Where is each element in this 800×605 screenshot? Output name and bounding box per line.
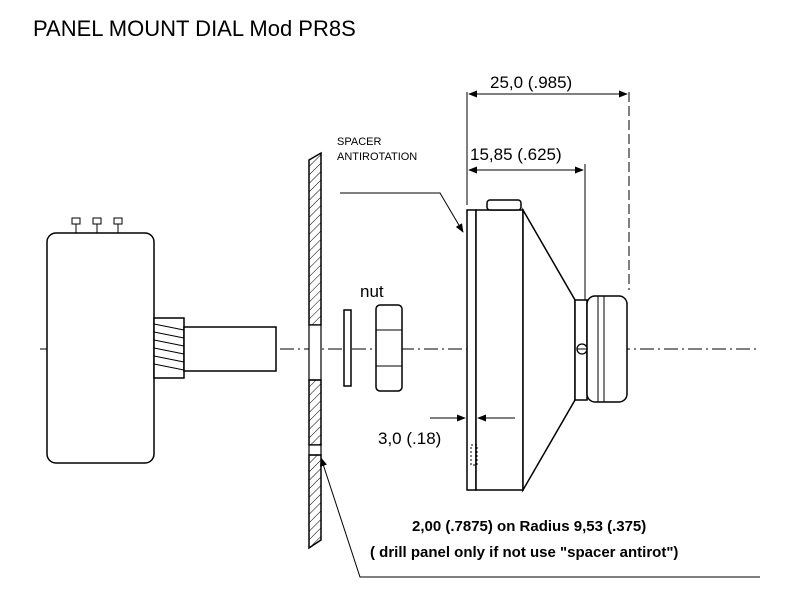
antirotation-pin xyxy=(470,444,478,466)
nut xyxy=(375,304,403,392)
dimension-body xyxy=(466,164,586,300)
washer xyxy=(343,309,352,387)
threaded-bushing xyxy=(153,317,185,379)
flange-dimension-label: 3,0 (.18) xyxy=(378,429,441,448)
nut-label: nut xyxy=(360,282,384,301)
overall-dimension-label: 25,0 (.985) xyxy=(490,73,572,92)
note-line1: 2,00 (.7875) on Radius 9,53 (.375) xyxy=(412,518,646,535)
mounting-panel xyxy=(308,151,322,550)
potentiometer-terminals xyxy=(71,217,123,233)
spacer-leader xyxy=(340,192,464,233)
note-leader xyxy=(320,457,760,578)
spacer-label-line1: SPACER xyxy=(337,136,381,148)
dial-knob xyxy=(586,295,628,403)
note-line2: ( drill panel only if not use "spacer an… xyxy=(370,544,678,561)
dial xyxy=(466,199,628,493)
dial-body xyxy=(475,209,524,491)
potentiometer-body xyxy=(46,232,155,464)
drawing-title: PANEL MOUNT DIAL Mod PR8S xyxy=(33,16,356,41)
shaft xyxy=(183,326,277,372)
dial-top-lip xyxy=(486,199,522,211)
body-dimension-label: 15,85 (.625) xyxy=(470,145,562,164)
dial-cone xyxy=(522,207,576,493)
bushing-thread xyxy=(153,323,185,371)
potentiometer xyxy=(46,217,277,464)
spacer-label-line2: ANTIROTATION xyxy=(337,151,417,163)
